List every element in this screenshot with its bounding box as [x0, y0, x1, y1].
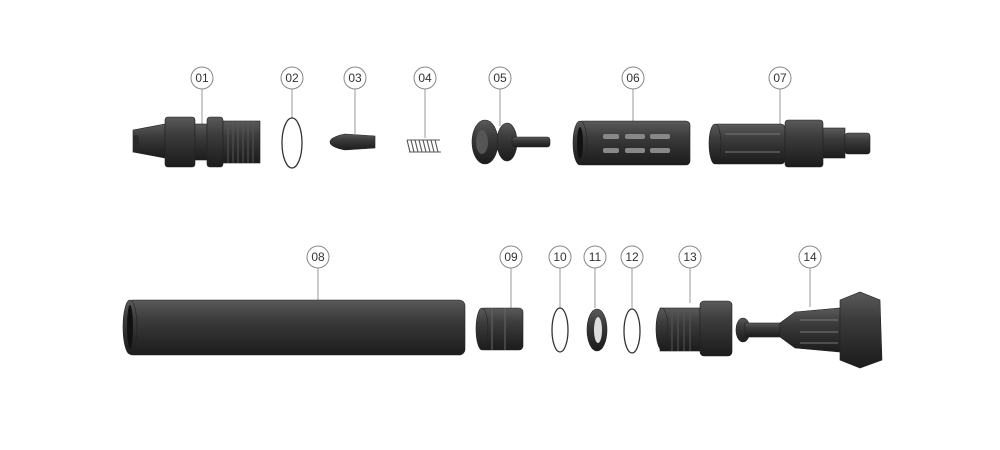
callout-04: 04 — [413, 66, 437, 90]
part-02-o-ring — [281, 117, 303, 169]
callout-06: 06 — [621, 66, 645, 90]
part-05-valve — [471, 119, 551, 165]
callout-label: 13 — [683, 250, 697, 264]
part-01-backhead — [132, 116, 261, 168]
callout-08: 08 — [306, 245, 330, 269]
callout-10: 10 — [548, 245, 572, 269]
callout-09: 09 — [499, 245, 523, 269]
part-09-guide-sleeve — [475, 307, 524, 351]
part-14-drill-bit — [735, 291, 883, 369]
callout-14: 14 — [798, 245, 822, 269]
callout-13: 13 — [678, 245, 702, 269]
callout-label: 01 — [195, 71, 209, 85]
callout-11: 11 — [583, 245, 607, 269]
callout-01: 01 — [190, 66, 214, 90]
part-03-pin — [329, 133, 376, 151]
callout-label: 09 — [504, 250, 518, 264]
callout-label: 14 — [803, 250, 817, 264]
callout-label: 03 — [348, 71, 362, 85]
part-11-retaining-ring — [586, 308, 608, 352]
part-04-spring — [406, 139, 441, 153]
callout-02: 02 — [280, 66, 304, 90]
part-12-o-ring — [623, 308, 641, 354]
callout-label: 05 — [493, 71, 507, 85]
callout-label: 11 — [589, 250, 602, 264]
callout-07: 07 — [768, 66, 792, 90]
callout-label: 02 — [285, 71, 299, 85]
part-07-piston — [708, 119, 871, 168]
callout-label: 12 — [625, 250, 639, 264]
part-06-cylinder — [572, 120, 691, 166]
callout-12: 12 — [620, 245, 644, 269]
callout-label: 06 — [626, 71, 640, 85]
callout-label: 08 — [311, 250, 325, 264]
callout-05: 05 — [488, 66, 512, 90]
part-13-chuck — [655, 300, 733, 357]
part-10-o-ring — [551, 307, 569, 353]
callout-label: 10 — [553, 250, 567, 264]
part-08-outer-casing — [122, 299, 466, 356]
callout-label: 07 — [773, 71, 787, 85]
callout-label: 04 — [418, 71, 432, 85]
leader-lines — [201, 89, 811, 308]
callout-03: 03 — [343, 66, 367, 90]
